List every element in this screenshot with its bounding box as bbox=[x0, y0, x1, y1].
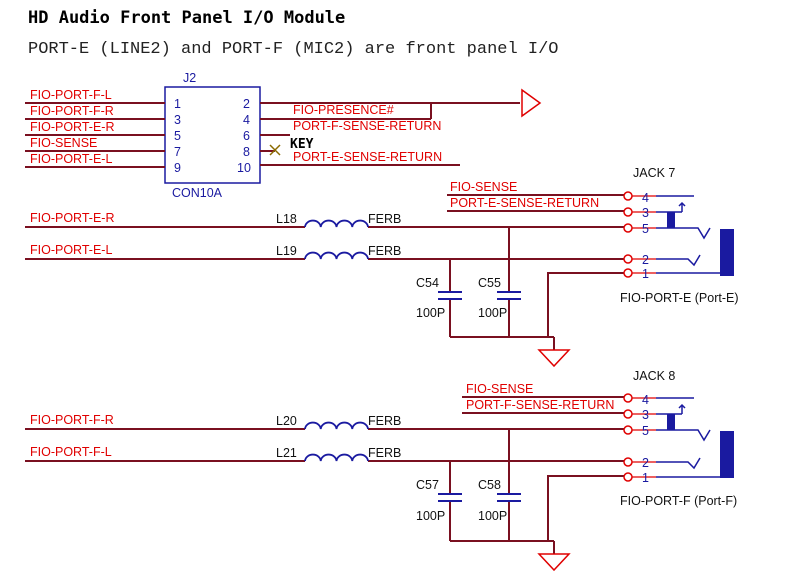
j2-part: CON10A bbox=[172, 186, 223, 200]
j2-pin-10: 10 bbox=[237, 161, 251, 175]
jack8-cap2-ref: C58 bbox=[478, 478, 501, 492]
jack7-cap2-ref: C55 bbox=[478, 276, 501, 290]
jack8-pin-5: 5 bbox=[642, 424, 649, 438]
jack8-ind2-type: FERB bbox=[368, 446, 401, 460]
key-pin-x-icon bbox=[269, 144, 281, 156]
j2-pin-7: 7 bbox=[174, 145, 181, 159]
net-label-fio-port-f-l: FIO-PORT-F-L bbox=[30, 88, 112, 102]
jack8-name: FIO-PORT-F (Port-F) bbox=[620, 494, 737, 508]
jack8-cap2-val: 100P bbox=[478, 509, 507, 523]
net-label-port-e-sense-return: PORT-E-SENSE-RETURN bbox=[293, 150, 442, 164]
jack8-switch bbox=[667, 414, 675, 430]
jack8-cap1-val: 100P bbox=[416, 509, 445, 523]
inductor-l18 bbox=[304, 219, 369, 228]
j2-pin-5: 5 bbox=[174, 129, 181, 143]
section-jack8: FIO-SENSE PORT-F-SENSE-RETURN JACK 8 FIO… bbox=[25, 369, 737, 572]
j2-pin-3: 3 bbox=[174, 113, 181, 127]
jack8-ind1-ref: L20 bbox=[276, 414, 297, 428]
net-label-port-f-sense-return: PORT-F-SENSE-RETURN bbox=[293, 119, 441, 133]
diagram-subtitle: PORT-E (LINE2) and PORT-F (MIC2) are fro… bbox=[28, 40, 559, 59]
inductor-l20 bbox=[304, 421, 369, 430]
jack7-return-label: PORT-E-SENSE-RETURN bbox=[450, 196, 599, 210]
jack7-ind1-type: FERB bbox=[368, 212, 401, 226]
net-label-fio-presence: FIO-PRESENCE# bbox=[293, 103, 394, 117]
section-jack7: FIO-SENSE PORT-E-SENSE-RETURN JACK 7 FIO… bbox=[25, 166, 739, 368]
jack7-pin-4: 4 bbox=[642, 191, 649, 205]
jack8-pin-2: 2 bbox=[642, 456, 649, 470]
jack7-ind2-ref: L19 bbox=[276, 244, 297, 258]
jack8-sense-label: FIO-SENSE bbox=[466, 382, 533, 396]
jack7-pin-3: 3 bbox=[642, 206, 649, 220]
jack7-body-icon bbox=[656, 195, 720, 274]
jack8-in-left-label: FIO-PORT-F-L bbox=[30, 445, 112, 459]
jack7-in-right-label: FIO-PORT-E-R bbox=[30, 211, 115, 225]
jack8-ind2-ref: L21 bbox=[276, 446, 297, 460]
offpage-arrow-icon bbox=[521, 88, 542, 118]
jack7-pin-1: 1 bbox=[642, 267, 649, 281]
inductor-l19 bbox=[304, 251, 369, 260]
jack7-cap1-val: 100P bbox=[416, 306, 445, 320]
header-j2: J2 CON10A 1 3 5 7 9 FIO-PORT-F-L FIO-POR… bbox=[25, 71, 542, 200]
jack8-body-icon bbox=[656, 397, 720, 478]
jack8-cap1-ref: C57 bbox=[416, 478, 439, 492]
net-label-fio-sense: FIO-SENSE bbox=[30, 136, 97, 150]
j2-pin-4: 4 bbox=[243, 113, 250, 127]
j2-ref: J2 bbox=[183, 71, 196, 85]
j2-pin-2: 2 bbox=[243, 97, 250, 111]
jack7-ind2-type: FERB bbox=[368, 244, 401, 258]
key-label: KEY bbox=[290, 137, 314, 152]
jack7-name: FIO-PORT-E (Port-E) bbox=[620, 291, 739, 305]
jack7-pin-2: 2 bbox=[642, 253, 649, 267]
net-label-fio-port-f-r: FIO-PORT-F-R bbox=[30, 104, 114, 118]
inductor-l21 bbox=[304, 453, 369, 462]
jack8-pin-4: 4 bbox=[642, 393, 649, 407]
jack7-ref: JACK 7 bbox=[633, 166, 675, 180]
jack7-cap1-ref: C54 bbox=[416, 276, 439, 290]
jack8-ground-icon bbox=[537, 553, 571, 572]
net-label-fio-port-e-l: FIO-PORT-E-L bbox=[30, 152, 112, 166]
jack7-ground-icon bbox=[537, 349, 571, 368]
j2-pin-9: 9 bbox=[174, 161, 181, 175]
j2-pin-6: 6 bbox=[243, 129, 250, 143]
j2-pin-1: 1 bbox=[174, 97, 181, 111]
j2-pin-8: 8 bbox=[243, 145, 250, 159]
jack8-ind1-type: FERB bbox=[368, 414, 401, 428]
jack7-cap2-val: 100P bbox=[478, 306, 507, 320]
jack8-pin-1: 1 bbox=[642, 471, 649, 485]
jack8-return-label: PORT-F-SENSE-RETURN bbox=[466, 398, 614, 412]
jack8-pin-3: 3 bbox=[642, 408, 649, 422]
jack7-switch bbox=[667, 212, 675, 228]
jack7-sense-label: FIO-SENSE bbox=[450, 180, 517, 194]
jack7-sleeve bbox=[720, 229, 734, 276]
jack8-ref: JACK 8 bbox=[633, 369, 675, 383]
jack7-in-left-label: FIO-PORT-E-L bbox=[30, 243, 112, 257]
jack7-ind1-ref: L18 bbox=[276, 212, 297, 226]
jack7-pin-5: 5 bbox=[642, 222, 649, 236]
net-label-fio-port-e-r: FIO-PORT-E-R bbox=[30, 120, 115, 134]
diagram-title: HD Audio Front Panel I/O Module bbox=[28, 8, 346, 28]
jack8-in-right-label: FIO-PORT-F-R bbox=[30, 413, 114, 427]
jack8-sleeve bbox=[720, 431, 734, 478]
